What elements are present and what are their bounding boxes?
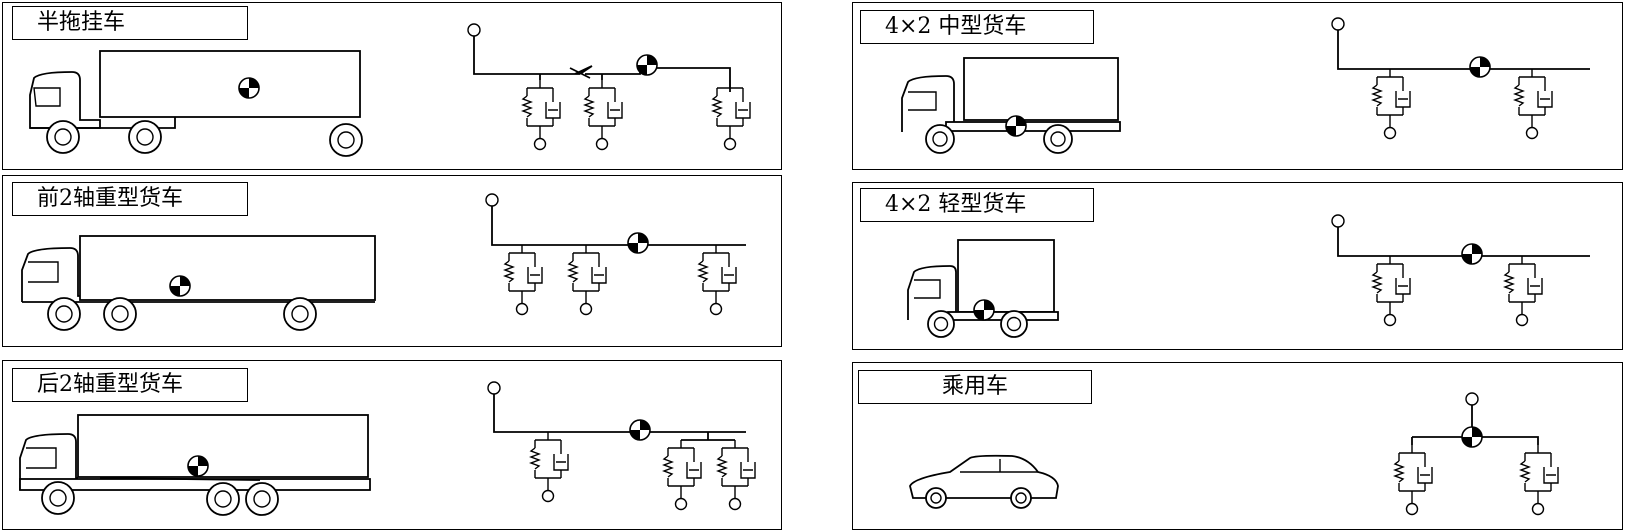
passenger-car-schematic [1394, 392, 1559, 516]
spring-damper-icon [1520, 444, 1559, 516]
label-semi-trailer: 半拖挂车 [12, 6, 248, 40]
center-of-mass-icon [973, 299, 995, 321]
spring-damper-icon [1372, 68, 1411, 140]
passenger-car-vehicle [909, 454, 1059, 509]
rear-2-axle-schematic [487, 381, 756, 511]
spring-damper-icon [530, 431, 569, 503]
center-of-mass-icon [187, 455, 209, 477]
passenger-car-wheel-rear [1010, 487, 1032, 509]
spring-damper-icon [1372, 255, 1411, 327]
spring-damper-icon [663, 439, 702, 511]
label-passenger-car: 乘用车 [858, 370, 1092, 404]
cab-node-icon [467, 23, 481, 37]
medium-truck-wheel-rear [1043, 124, 1073, 154]
center-of-mass-icon [636, 54, 658, 76]
front-2-axle-wheel-3 [283, 297, 317, 331]
cab-node-icon [1465, 392, 1479, 406]
center-of-mass-icon [1005, 115, 1027, 137]
light-truck-wheel-rear [1000, 310, 1028, 338]
medium-truck-wheel-front [925, 124, 955, 154]
cab-node-icon [1331, 17, 1345, 31]
semi-trailer-wheel-front [46, 120, 80, 154]
center-of-mass-icon [1461, 243, 1483, 265]
front-2-axle-truck-vehicle [21, 235, 376, 331]
rear-2-axle-wheel-rear-1 [206, 482, 240, 516]
spring-damper-icon [522, 79, 561, 151]
spring-damper-icon [1394, 444, 1433, 516]
semi-trailer-schematic [467, 23, 751, 151]
light-truck-vehicle [907, 239, 1059, 338]
semi-trailer-wheel-drive [128, 120, 162, 154]
cab-node-icon [485, 193, 499, 207]
rear-2-axle-truck-vehicle [19, 414, 371, 516]
rear-2-axle-wheel-front [41, 481, 75, 515]
center-of-mass-icon [1461, 426, 1483, 448]
cab-node-icon [487, 381, 501, 395]
center-of-mass-icon [238, 77, 260, 99]
medium-truck-schematic [1331, 17, 1590, 140]
label-rear-2-axle-heavy-truck: 后2轴重型货车 [12, 368, 248, 402]
spring-damper-icon [584, 79, 623, 151]
light-truck-schematic [1331, 214, 1590, 327]
label-4x2-light-truck: 4×2 轻型货车 [860, 188, 1094, 222]
front-2-axle-wheel-2 [103, 297, 137, 331]
light-truck-wheel-front [927, 310, 955, 338]
spring-damper-icon [717, 439, 756, 511]
spring-damper-icon [698, 244, 737, 316]
front-2-axle-schematic [485, 193, 746, 316]
label-4x2-medium-truck: 4×2 中型货车 [860, 10, 1094, 44]
center-of-mass-icon [1469, 56, 1491, 78]
spring-damper-icon [568, 244, 607, 316]
front-2-axle-wheel-1 [47, 297, 81, 331]
label-front-2-axle-heavy-truck: 前2轴重型货车 [12, 182, 248, 216]
passenger-car-wheel-front [925, 487, 947, 509]
cab-node-icon [1331, 214, 1345, 228]
semi-trailer-wheel-trailer [329, 123, 363, 157]
semi-trailer-vehicle [29, 50, 363, 157]
rear-2-axle-wheel-rear-2 [245, 482, 279, 516]
center-of-mass-icon [629, 419, 651, 441]
spring-damper-icon [1514, 68, 1553, 140]
spring-damper-icon [504, 244, 543, 316]
spring-damper-icon [1504, 255, 1543, 327]
medium-truck-vehicle [901, 57, 1121, 154]
center-of-mass-icon [169, 275, 191, 297]
center-of-mass-icon [627, 232, 649, 254]
spring-damper-icon [712, 79, 751, 151]
